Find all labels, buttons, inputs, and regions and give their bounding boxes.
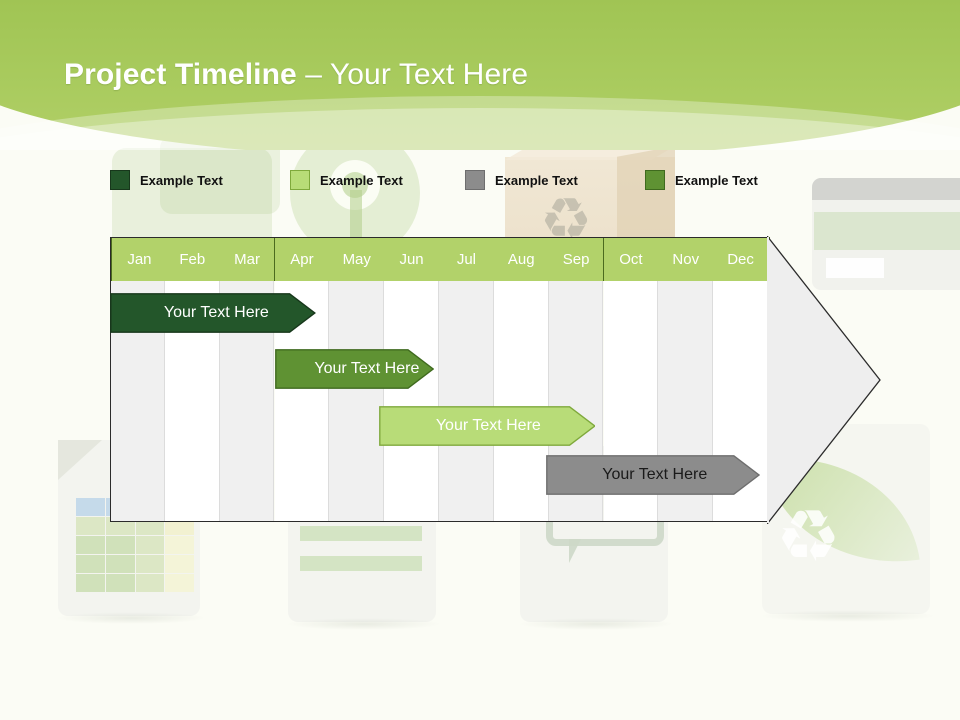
timeline-bar-0[interactable]: Your Text Here: [110, 293, 316, 333]
bar-arrow-shape: [274, 349, 434, 389]
legend-item-1: Example Text: [290, 170, 403, 190]
timeline-column-jan: [110, 237, 165, 522]
month-header-nov[interactable]: Nov: [658, 237, 716, 281]
timeline-bar-label: Your Text Here: [163, 304, 269, 321]
timeline-bar-label: Your Text Here: [602, 466, 708, 483]
page-title: Project Timeline – Your Text Here: [64, 58, 528, 92]
column-separator: [163, 259, 165, 522]
timeline-column-feb: [164, 237, 220, 522]
timeline-frame: [110, 237, 768, 522]
column-separator: [328, 259, 330, 522]
header-gradient: [0, 0, 960, 150]
legend-item-0: Example Text: [110, 170, 223, 190]
legend-label: Example Text: [140, 172, 223, 188]
legend-item-3: Example Text: [645, 170, 758, 190]
column-separator: [712, 259, 714, 522]
timeline-bar-label: Your Text Here: [314, 360, 420, 377]
timeline-column-mar: [219, 237, 275, 522]
timeline-bar-label: Your Text Here: [435, 417, 541, 434]
legend-swatch-icon: [290, 170, 310, 190]
page-title-bold: Project Timeline: [64, 58, 297, 91]
timeline-bar-2[interactable]: Your Text Here: [378, 406, 596, 446]
column-separator: [657, 259, 659, 522]
legend-swatch-icon: [645, 170, 665, 190]
bar-arrow-shape: [110, 293, 316, 333]
legend-swatch-icon: [465, 170, 485, 190]
header-band: [0, 0, 960, 150]
column-separator: [492, 259, 494, 522]
timeline-arrow-tip: [767, 236, 881, 524]
timeline-columns: [110, 237, 768, 522]
column-separator: [437, 259, 439, 522]
timeline-bar-1[interactable]: Your Text Here: [274, 349, 434, 389]
month-header-may[interactable]: May: [329, 237, 387, 281]
month-header-apr[interactable]: Apr: [274, 237, 332, 281]
legend-label: Example Text: [495, 172, 578, 188]
month-header-mar[interactable]: Mar: [219, 237, 277, 281]
month-header-dec[interactable]: Dec: [713, 237, 770, 281]
bar-arrow-shape: [546, 455, 760, 495]
column-separator: [602, 259, 604, 522]
timeline-column-jul: [439, 237, 494, 522]
bar-arrow-shape: [378, 406, 596, 446]
timeline-column-aug: [493, 237, 549, 522]
column-separator: [383, 259, 385, 522]
column-separator: [218, 259, 220, 522]
month-header-jun[interactable]: Jun: [384, 237, 441, 281]
page-title-light: Your Text Here: [329, 58, 529, 91]
legend-swatch-icon: [110, 170, 130, 190]
legend-label: Example Text: [675, 172, 758, 188]
month-header-feb[interactable]: Feb: [164, 237, 222, 281]
page-title-dash: –: [296, 58, 330, 91]
legend-item-2: Example Text: [465, 170, 578, 190]
column-separator: [547, 259, 549, 522]
legend-label: Example Text: [320, 172, 403, 188]
legend: Example Text Example Text Example Text Exam…: [110, 170, 830, 194]
timeline-bar-3[interactable]: Your Text Here: [546, 455, 760, 495]
column-separator: [273, 259, 275, 522]
